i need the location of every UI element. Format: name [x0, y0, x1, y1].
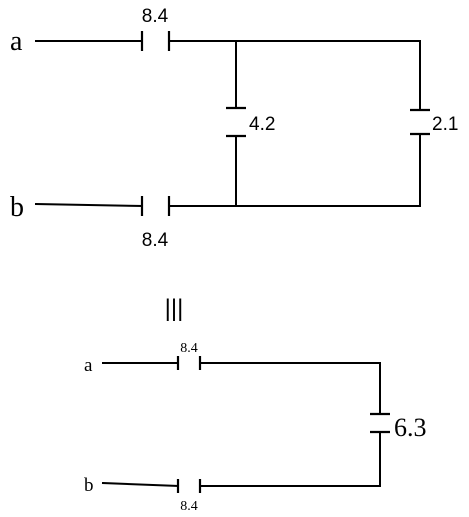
terminal-b-label: b: [10, 192, 24, 223]
capacitor-equivalent-value: 6.3: [394, 413, 427, 442]
capacitor-bottom-value: 8.4: [142, 230, 169, 251]
terminal-b-label-reduced: b: [84, 475, 94, 496]
terminal-a-label-reduced: a: [84, 355, 93, 376]
capacitor-right-value: 2.1: [432, 114, 458, 135]
capacitor-top-value-reduced: 8.4: [180, 341, 198, 356]
wire-b-lead: [34, 202, 144, 208]
top-circuit: a b 8.4 8.4 4.2 2.1: [10, 6, 458, 251]
bottom-circuit: a b 8.4 8.4 6.3: [84, 341, 427, 514]
equivalence-sign: |||: [165, 295, 184, 322]
wire-b-lead-reduced: [101, 481, 180, 488]
terminal-a-label: a: [10, 26, 23, 57]
capacitor-bottom-value-reduced: 8.4: [180, 499, 198, 514]
capacitor-middle-value: 4.2: [249, 114, 275, 135]
capacitor-top-value: 8.4: [142, 6, 169, 27]
